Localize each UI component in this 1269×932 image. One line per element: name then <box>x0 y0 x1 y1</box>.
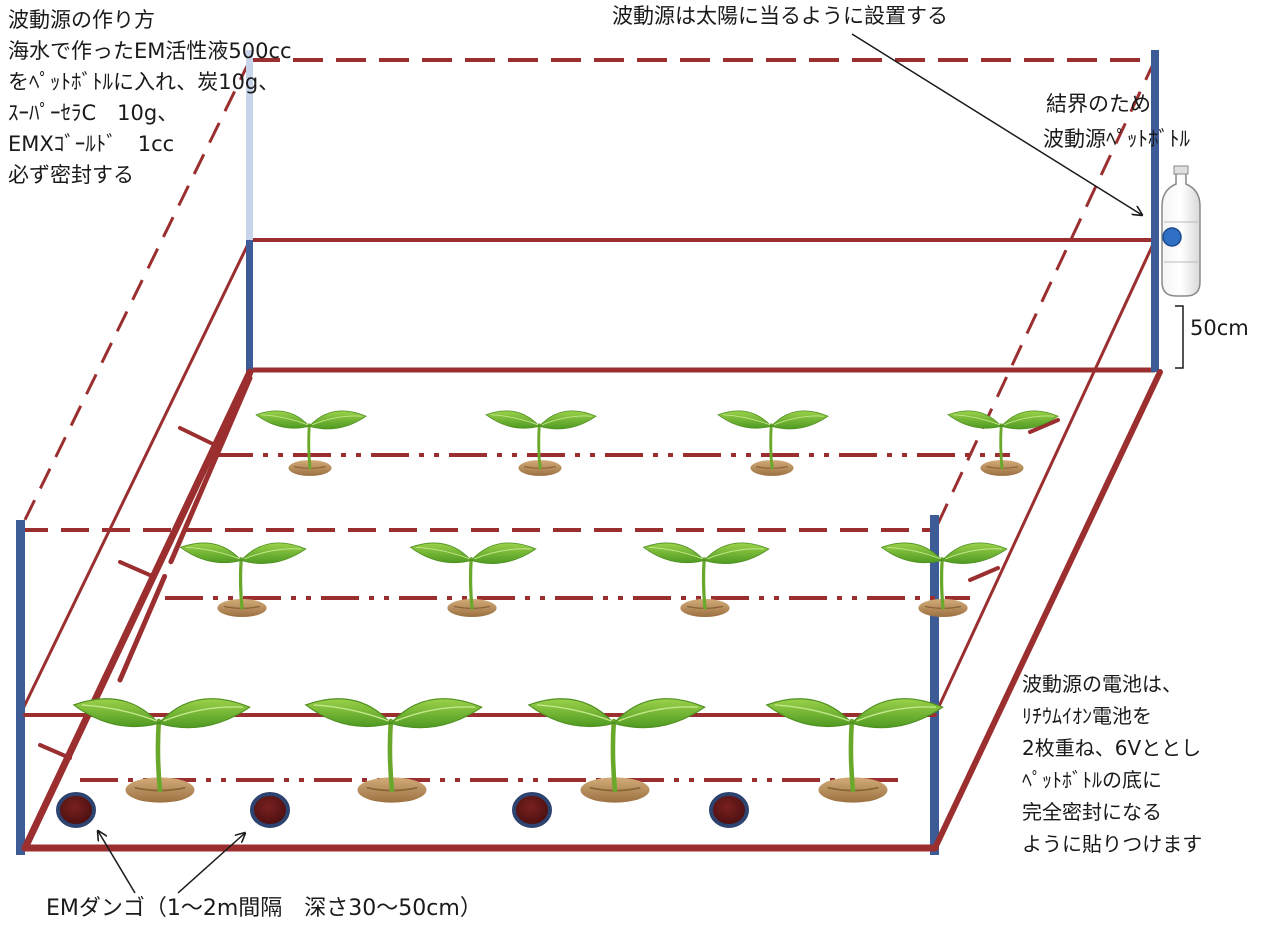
em-dango-icon <box>250 792 290 828</box>
inner-left-slant <box>117 375 253 683</box>
height-label: 50cm <box>1190 316 1249 340</box>
recipe-line: をﾍﾟｯﾄﾎﾞﾄﾙに入れ、炭10g、 <box>8 70 280 94</box>
seedling-icon <box>409 542 537 618</box>
battery-line: ﾘﾁｳﾑｲｵﾝ電池を <box>1022 704 1152 728</box>
placement-note: 波動源は太陽に当るように設置する <box>612 4 948 28</box>
height-bracket <box>1175 305 1184 369</box>
seedlings <box>72 410 1059 803</box>
arrow-icon <box>851 33 1142 215</box>
ground-frame <box>21 368 1163 852</box>
recipe-note: 波動源の作り方 海水で作ったEM活性液500cc をﾍﾟｯﾄﾎﾞﾄﾙに入れ、炭1… <box>8 8 292 194</box>
arrow-icon <box>177 833 245 894</box>
left-bottom-slant <box>21 368 254 852</box>
pole-rear-left <box>246 50 253 372</box>
seedling-icon <box>255 410 367 476</box>
battery-note: 波動源の電池は、 ﾘﾁｳﾑｲｵﾝ電池を 2枚重ね、6Vととし ﾍﾟｯﾄﾎﾞﾄﾙの… <box>1022 672 1202 864</box>
left-mid-marker-3 <box>38 743 72 760</box>
row-lines <box>80 453 1010 782</box>
seedling-icon <box>179 542 307 618</box>
pet-bottle-icon <box>1161 165 1201 297</box>
right-bottom-slant <box>932 369 1163 851</box>
battery-line: ﾍﾟｯﾄﾎﾞﾄﾙの底に <box>1022 768 1162 792</box>
top-left-dashed-edge <box>18 59 252 531</box>
seedling-icon <box>72 698 251 803</box>
seedling-icon <box>527 698 706 803</box>
left-mid-marker-1 <box>178 426 217 447</box>
battery-line: ように貼りつけます <box>1022 832 1203 856</box>
pole-rear-right <box>1151 50 1159 372</box>
seedling-icon <box>765 698 944 803</box>
battery-line: 波動源の電池は、 <box>1022 672 1182 696</box>
barrier-note: 結界のため 波動源ﾍﾟｯﾄﾎﾞﾄﾙ <box>1043 92 1190 162</box>
arrow-icon <box>98 831 136 894</box>
right-mid-marker-1 <box>1028 418 1060 434</box>
poles <box>16 50 1159 855</box>
recipe-line: 必ず密封する <box>8 163 134 187</box>
pole-rear-left-base <box>246 240 253 372</box>
recipe-line: ｽｰﾊﾟｰｾﾗC 10g、 <box>8 101 179 125</box>
right-mid-marker-2 <box>968 566 1000 582</box>
battery-line: 2枚重ね、6Vととし <box>1022 736 1202 760</box>
seedling-icon <box>880 542 1008 618</box>
seedling-icon <box>947 410 1059 476</box>
rear-rail-slant-right <box>933 239 1157 716</box>
pole-front-left <box>16 520 25 855</box>
seedling-icon <box>642 542 770 618</box>
pole-front-right <box>930 515 939 855</box>
em-dangos <box>56 792 749 828</box>
battery-line: 完全密封になる <box>1022 800 1162 824</box>
barrier-line: 波動源ﾍﾟｯﾄﾎﾞﾄﾙ <box>1043 127 1190 151</box>
arrows <box>98 33 1142 894</box>
seedling-icon <box>304 698 483 803</box>
em-dango-icon <box>56 792 96 828</box>
recipe-line: EMXｺﾞｰﾙﾄﾞ 1cc <box>8 132 175 156</box>
left-mid-marker-2 <box>118 560 154 578</box>
bottle-battery-dot <box>1162 227 1182 247</box>
seedling-icon <box>485 410 597 476</box>
top-right-dashed-edge <box>933 59 1157 531</box>
em-dango-icon <box>709 792 749 828</box>
recipe-line: 海水で作ったEM活性液500cc <box>8 39 292 63</box>
barrier-line: 結界のため <box>1046 92 1151 116</box>
seedling-icon <box>717 410 829 476</box>
em-dango-label: EMダンゴ（1～2m間隔 深さ30～50cm） <box>46 896 482 921</box>
upper-frame <box>18 58 1157 716</box>
recipe-line: 波動源の作り方 <box>8 8 155 32</box>
em-dango-icon <box>512 792 552 828</box>
rear-rail-slant-left <box>18 239 252 716</box>
